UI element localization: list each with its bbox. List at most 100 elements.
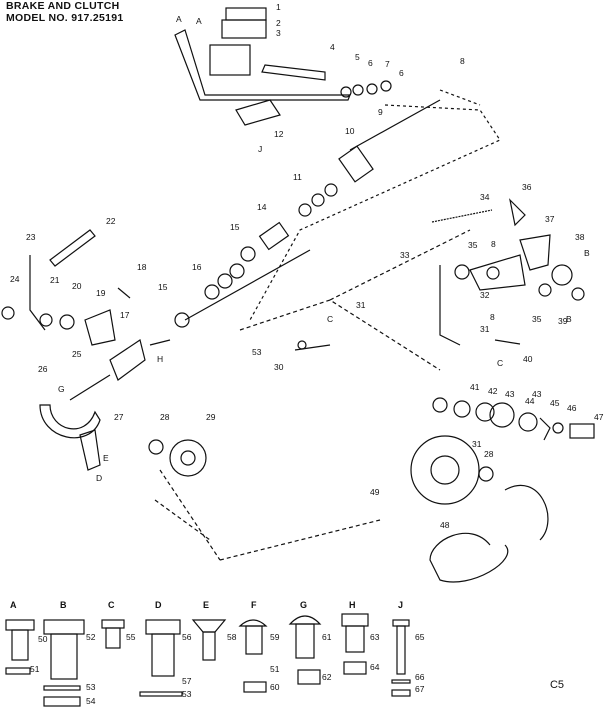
callout-35: 35 [468,240,478,250]
callout-28: 28 [484,449,494,459]
callout-43: 43 [532,389,542,399]
callout-1: 1 [276,2,281,12]
callout-24: 24 [10,274,20,284]
pulley-part29 [169,439,207,477]
pedal-arm-part4 [261,64,326,81]
callout-5: 5 [355,52,360,62]
callout-18: 18 [137,262,147,272]
hardware-letter-B: B [60,600,67,610]
callout-34: 34 [480,192,490,202]
callout-15: 15 [158,282,168,292]
hardware-part-62: 62 [322,672,332,682]
washer-part20 [59,314,75,330]
nut-part24 [1,306,15,320]
letter-mark-B: B [584,248,590,258]
nut-part28b [478,466,494,482]
bolt-head-d [145,619,181,635]
washer-part15 [240,246,256,262]
nut-part41 [432,397,448,413]
hardware-part-50: 50 [38,634,48,644]
washer-part35 [454,264,470,280]
page-code: C5 [549,679,564,691]
callout-17: 17 [120,310,130,320]
lever-part23 [29,255,46,331]
callout-53: 53 [252,347,262,357]
nut-b [43,696,81,707]
frame-outline [154,229,471,561]
letter-mark-H: H [157,354,163,364]
washer-part16a [204,284,220,300]
bolt-shank-g [295,623,315,659]
letter-mark-G: G [58,384,65,394]
letter-mark-J: J [258,144,262,154]
callout-14: 14 [257,202,267,212]
callout-39: 39 [558,316,568,326]
pulley-hub-part29 [180,450,196,466]
brake-band-part26 [39,404,101,439]
hardware-legend [5,613,411,707]
link-part40 [494,339,521,345]
washer-part21 [39,313,53,327]
callout-48: 48 [440,520,450,530]
bolt-head-e [191,619,227,633]
callout-8: 8 [490,312,495,322]
callout-32: 32 [480,290,490,300]
hardware-part-51: 51 [30,664,40,674]
hardware-letter-G: G [300,600,307,610]
callout-44: 44 [525,396,535,406]
hardware-part-52: 52 [86,632,96,642]
bolt-head-f [238,619,268,627]
hardware-part-66: 66 [415,672,425,682]
hardware-letter-D: D [155,600,162,610]
callout-25: 25 [72,349,82,359]
hardware-letter-F: F [251,600,257,610]
rod-part9 [349,99,441,151]
bolt-shank-e [202,631,216,661]
callout-46: 46 [567,403,577,413]
nut-g [297,669,321,685]
spacer-part11b [311,193,325,207]
pin-part18 [117,287,131,299]
letter-mark-C: C [327,314,333,324]
callout-43: 43 [505,389,515,399]
spring-part34 [431,209,493,223]
hardware-part-61: 61 [322,632,332,642]
callout-37: 37 [545,214,555,224]
nut-part8 [486,266,500,280]
callout-35: 35 [532,314,542,324]
hardware-letter-C: C [108,600,115,610]
hardware-part-63: 63 [370,632,380,642]
bolt-head-a [5,619,35,631]
callout-7: 7 [385,59,390,69]
hardware-part-64: 64 [370,662,380,672]
brake-rod-assembly [174,29,351,101]
callout-4: 4 [330,42,335,52]
callout-23: 23 [26,232,36,242]
nut-j [391,689,411,697]
hardware-part-65: 65 [415,632,425,642]
washer-part5 [340,86,352,98]
bracket-part17 [109,339,146,381]
washer-part15b [174,312,190,328]
hardware-part-53: 53 [86,682,96,692]
callout-31: 31 [356,300,366,310]
linkage-dashed-path [249,89,501,321]
callout-16: 16 [192,262,202,272]
callout-6: 6 [368,58,373,68]
callout-11: 11 [293,172,302,182]
lock-washer-a [5,667,31,675]
washer-part16c [229,263,245,279]
hardware-letter-A: A [10,600,17,610]
callout-12: 12 [274,129,284,139]
callout-49: 49 [370,487,380,497]
washer-part16b [217,273,233,289]
pulley-part38 [551,264,573,286]
spring-washer-part7 [366,83,378,95]
callout-42: 42 [488,386,498,396]
rod-part32 [439,265,461,346]
hardware-part-58: 58 [227,632,237,642]
washer-part53 [297,340,307,350]
callout-19: 19 [96,288,106,298]
